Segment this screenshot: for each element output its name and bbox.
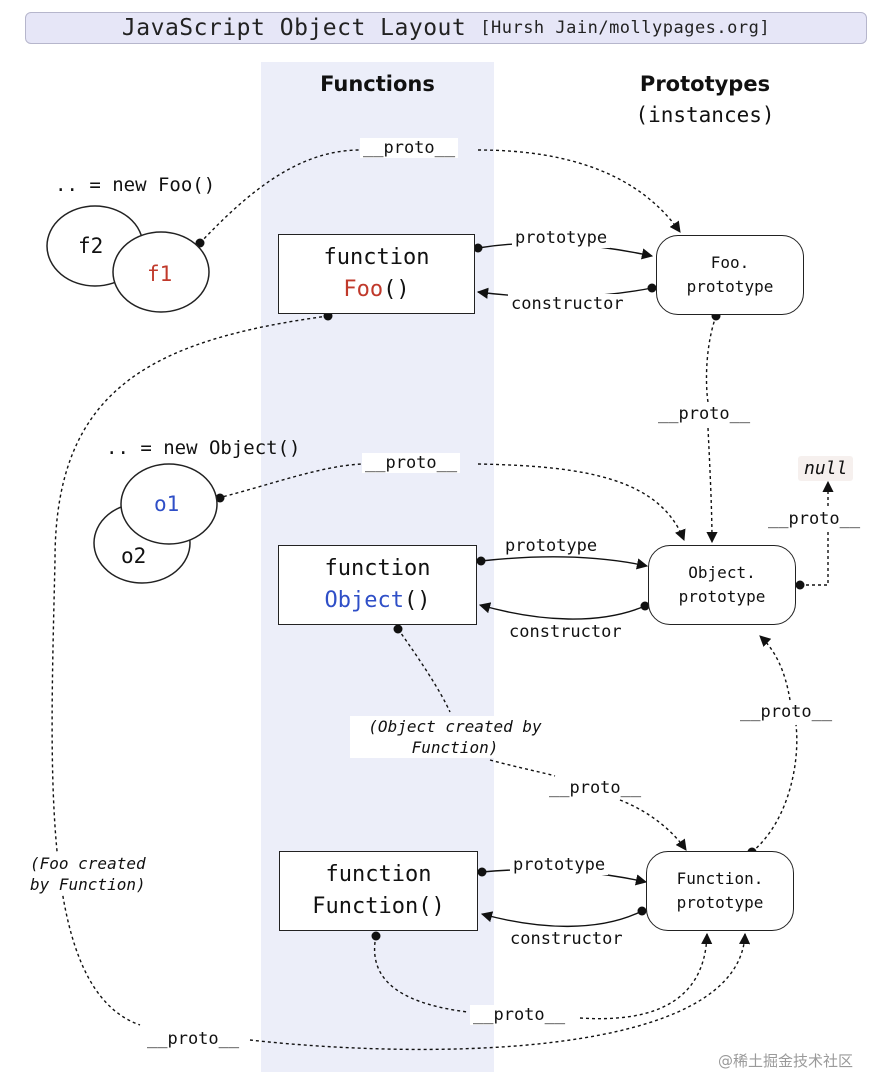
label-proto-o1: __proto__ xyxy=(362,453,461,473)
label-prototype-foo: prototype xyxy=(512,228,611,248)
title-bar: JavaScript Object Layout [Hursh Jain/mol… xyxy=(25,12,867,44)
edge-fooproto-proto xyxy=(706,315,716,542)
function-function-name: Function() xyxy=(312,894,445,919)
function-function-keyword: function xyxy=(325,862,432,887)
null-label: null xyxy=(798,456,854,481)
label-o1: o1 xyxy=(154,492,180,516)
function-prototype-line2: prototype xyxy=(676,893,764,912)
dot-object-prototype xyxy=(476,556,486,566)
note-object-created-line1: (Object created by xyxy=(368,717,542,736)
functions-header: Functions xyxy=(320,72,435,96)
function-prototype-line1: Function. xyxy=(676,869,764,888)
label-f1: f1 xyxy=(147,262,173,286)
dot-objproto-constructor xyxy=(640,601,650,611)
edge-fnproto-proto xyxy=(752,636,798,853)
dot-fnproto-constructor xyxy=(637,906,647,916)
label-proto-fooproto: __proto__ xyxy=(655,404,754,424)
dot-object-fn xyxy=(393,624,403,634)
dot-function-prototype xyxy=(477,867,487,877)
circle-f1 xyxy=(112,231,210,313)
function-object-box: function Object() xyxy=(278,545,477,625)
caption-new-object: .. = new Object() xyxy=(106,437,301,459)
foo-prototype-line2: prototype xyxy=(686,277,774,296)
note-foo-created: (Foo created by Function) xyxy=(30,853,170,895)
edge-object-prototype xyxy=(480,556,649,570)
dot-objproto-null xyxy=(795,580,805,590)
function-object-keyword: function xyxy=(324,556,431,581)
label-proto-fnfn: __proto__ xyxy=(470,1005,569,1025)
dot-o1 xyxy=(215,493,225,503)
function-foo-parens: () xyxy=(383,277,410,302)
edge-foofn-proto xyxy=(51,315,745,1051)
object-prototype-box: Object. prototype xyxy=(648,545,796,625)
function-object-name: Object xyxy=(324,588,404,613)
note-object-created-line2: Function) xyxy=(411,738,499,757)
dot-fooproto-constructor xyxy=(647,283,657,293)
circle-o1 xyxy=(120,463,218,545)
note-foo-created-line2: by Function) xyxy=(30,875,146,894)
label-proto-foofn: __proto__ xyxy=(144,1029,243,1049)
caption-new-foo: .. = new Foo() xyxy=(55,174,216,196)
function-object-signature: Object() xyxy=(325,585,431,617)
edge-objproto-null xyxy=(800,482,828,586)
label-prototype-object: prototype xyxy=(502,536,601,556)
edge-function-constructor xyxy=(480,910,643,928)
label-o2: o2 xyxy=(121,544,147,568)
object-prototype-line1: Object. xyxy=(688,563,756,582)
label-prototype-function: prototype xyxy=(510,855,609,875)
label-f2: f2 xyxy=(78,234,104,258)
function-foo-box: function Foo() xyxy=(278,234,475,314)
edge-objectfn-proto xyxy=(397,628,686,850)
label-proto-objectfn: __proto__ xyxy=(546,778,645,798)
function-foo-signature: Foo() xyxy=(343,274,409,306)
dot-function-fn xyxy=(371,931,381,941)
function-foo-name: Foo xyxy=(343,277,384,302)
edge-object-constructor xyxy=(478,602,646,620)
note-foo-created-line1: (Foo created xyxy=(30,854,146,873)
prototypes-header: Prototypes xyxy=(639,72,771,96)
edge-f1-proto xyxy=(199,149,680,243)
label-constructor-object: constructor xyxy=(506,622,625,642)
label-proto-f1: __proto__ xyxy=(360,138,459,158)
label-constructor-foo: constructor xyxy=(508,294,627,314)
edge-fnfn-proto xyxy=(373,934,707,1020)
function-prototype-box: Function. prototype xyxy=(646,851,794,931)
foo-prototype-box: Foo. prototype xyxy=(656,235,804,315)
foo-prototype-line1: Foo. xyxy=(710,253,750,272)
label-proto-objproto: __proto__ xyxy=(765,509,864,529)
dot-foo-prototype xyxy=(473,243,483,253)
function-function-box: function Function() xyxy=(279,851,478,931)
diagram-title: JavaScript Object Layout xyxy=(121,15,467,41)
note-object-created: (Object created by Function) xyxy=(350,716,560,758)
object-prototype-line2: prototype xyxy=(678,587,766,606)
label-constructor-function: constructor xyxy=(507,929,626,949)
watermark: @稀土掘金技术社区 xyxy=(718,1052,854,1070)
function-object-parens: () xyxy=(403,588,431,613)
diagram-credit: [Hursh Jain/mollypages.org] xyxy=(480,18,771,38)
function-foo-keyword: function xyxy=(323,245,430,270)
label-proto-fnproto: __proto__ xyxy=(737,702,836,722)
prototypes-subheader: (instances) xyxy=(635,103,775,127)
edge-o1-proto xyxy=(217,463,684,540)
